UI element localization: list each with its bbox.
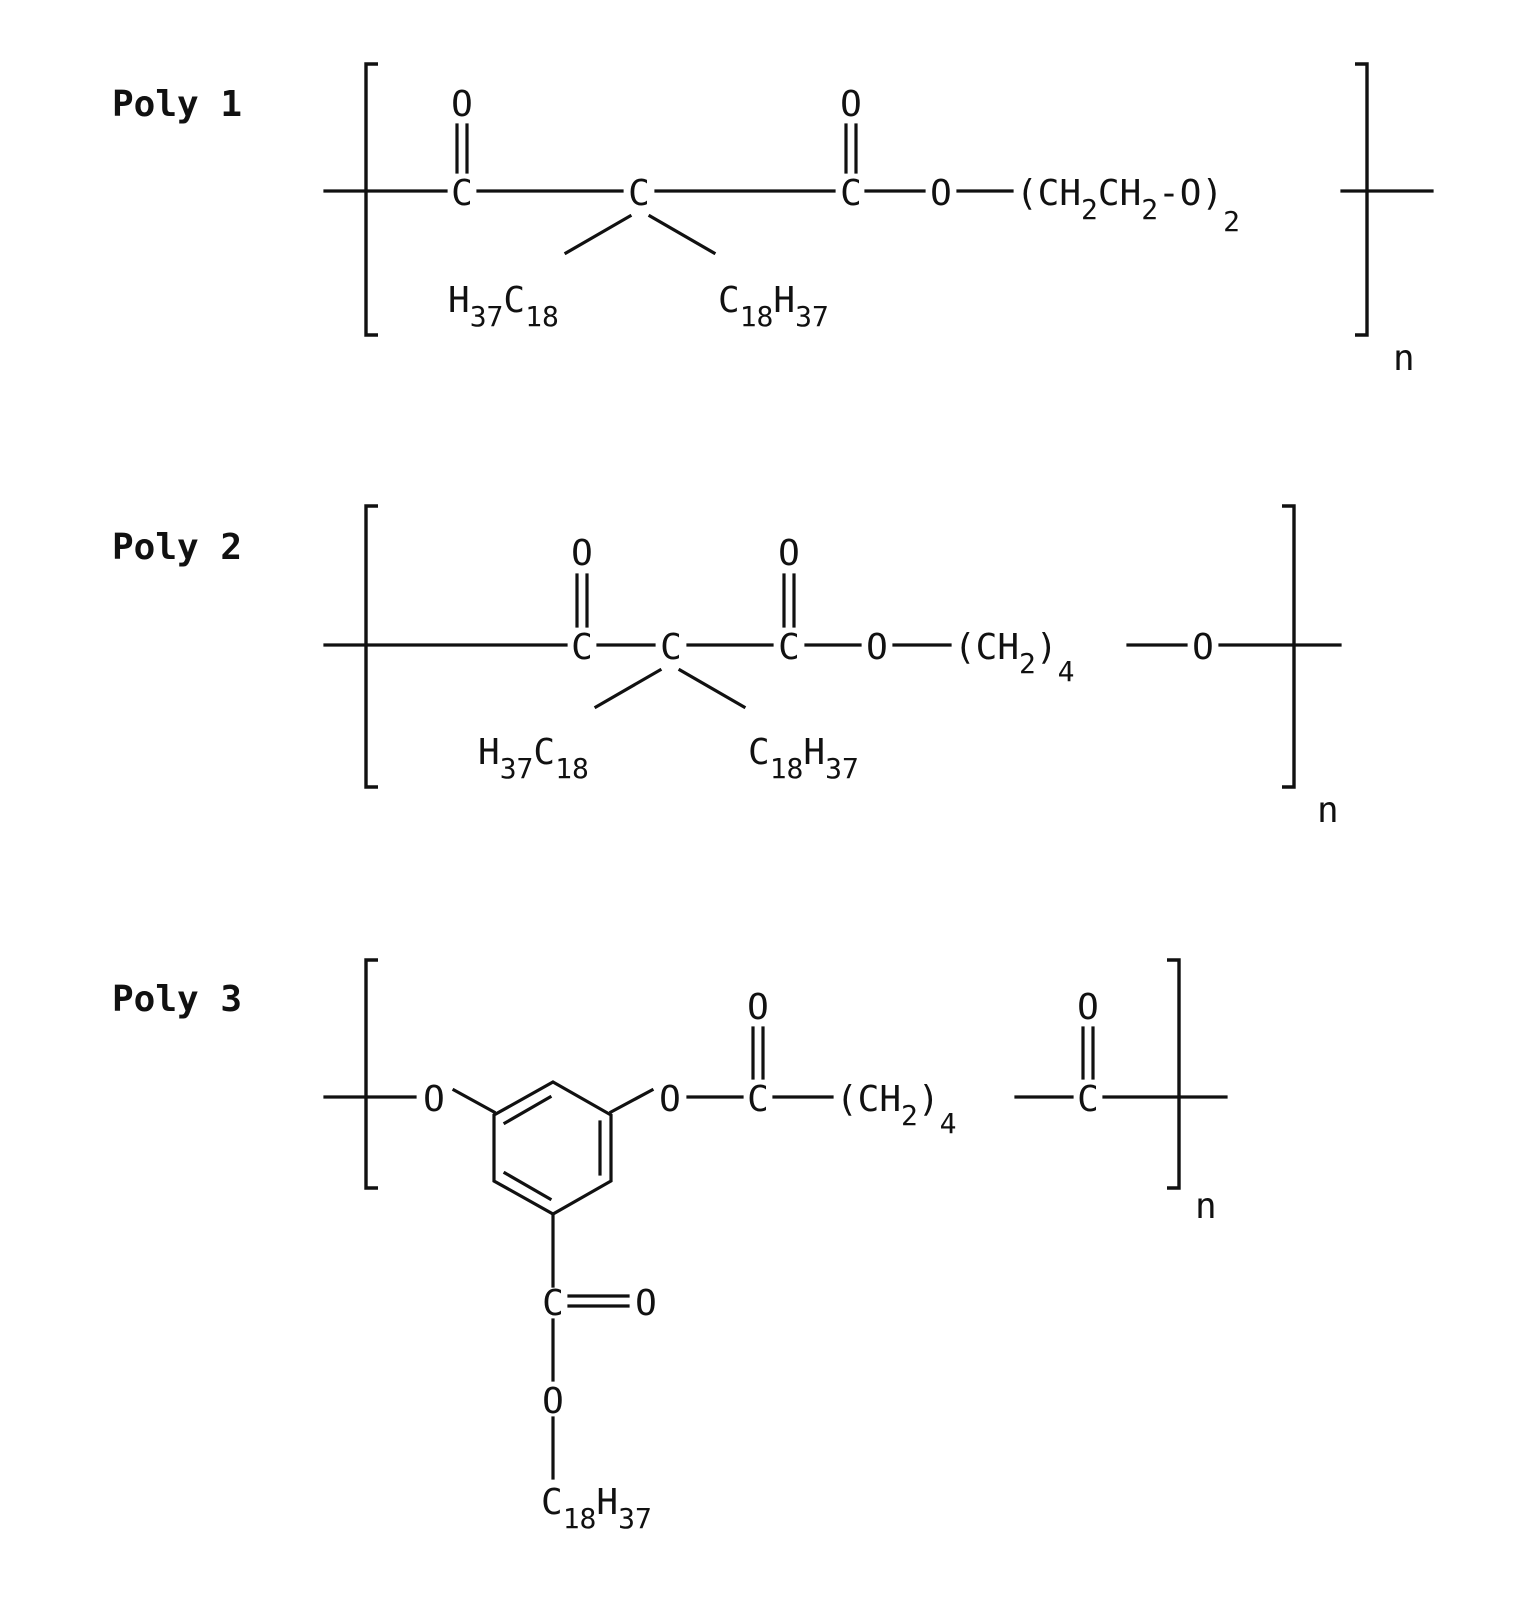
poly1-carbon: C — [840, 173, 862, 214]
poly3-bond — [611, 1090, 652, 1112]
poly1-central-carbon: C — [628, 173, 650, 214]
poly2-side-bond — [596, 670, 660, 707]
poly3-structure: Poly 3 O O O C (CH2)4 — [112, 960, 1226, 1535]
poly3-right-bracket — [1167, 960, 1179, 1188]
poly2-label: Poly 2 — [112, 527, 242, 568]
poly1-right-bracket — [1355, 64, 1367, 335]
poly1-side-bond — [650, 216, 714, 253]
poly2-right-alkyl: C18H37 — [748, 732, 859, 785]
poly3-alkyl-chain: C18H37 — [541, 1482, 652, 1535]
poly3-butylene-unit: (CH2)4 — [836, 1079, 956, 1140]
poly2-carbon: C — [778, 627, 800, 668]
poly2-ether-oxygen: O — [1192, 627, 1214, 668]
poly3-oxygen: O — [1077, 987, 1099, 1028]
poly1-oxygen: O — [451, 84, 473, 125]
poly3-bond — [454, 1090, 494, 1112]
poly1-side-bond — [566, 216, 630, 253]
poly2-side-bond — [680, 670, 744, 707]
poly1-left-alkyl: H37C18 — [448, 280, 559, 333]
poly3-carbon: C — [747, 1079, 769, 1120]
poly3-ether-oxygen: O — [423, 1079, 445, 1120]
poly3-repeat-subscript: n — [1195, 1186, 1217, 1227]
poly2-structure: Poly 2 O C C O C O (CH2)4 O H37C18 C18H3… — [112, 506, 1340, 831]
poly3-ether-oxygen: O — [659, 1079, 681, 1120]
poly2-central-carbon: C — [660, 627, 682, 668]
poly1-carbon: C — [451, 173, 473, 214]
poly2-carbon: C — [571, 627, 593, 668]
poly1-left-bracket — [366, 64, 378, 335]
poly3-benzene-ring — [494, 1082, 611, 1214]
poly3-ester-carbon: C — [542, 1283, 564, 1324]
poly1-right-alkyl: C18H37 — [718, 280, 829, 333]
poly2-oxygen: O — [778, 533, 800, 574]
poly1-repeat-subscript: n — [1393, 338, 1415, 379]
poly2-left-alkyl: H37C18 — [478, 732, 589, 785]
poly3-ester-carbonyl-oxygen: O — [635, 1283, 657, 1324]
poly1-ether-oxygen: O — [930, 173, 952, 214]
poly3-carbon: C — [1077, 1079, 1099, 1120]
poly2-butylene-unit: (CH2)4 — [954, 627, 1074, 688]
poly3-ring-double-bond — [505, 1173, 550, 1199]
poly3-oxygen: O — [747, 987, 769, 1028]
poly1-label: Poly 1 — [112, 84, 242, 125]
poly3-left-bracket — [366, 960, 378, 1188]
poly2-ether-oxygen: O — [866, 627, 888, 668]
poly3-label: Poly 3 — [112, 979, 242, 1020]
poly2-oxygen: O — [571, 533, 593, 574]
poly2-repeat-subscript: n — [1317, 790, 1339, 831]
poly1-glycol-unit: (CH2CH2-O)2 — [1016, 173, 1240, 238]
poly3-ester-oxygen: O — [542, 1381, 564, 1422]
poly1-oxygen: O — [840, 84, 862, 125]
poly1-structure: Poly 1 O C C O C O (CH2CH2-O)2 H37C18 — [112, 64, 1432, 379]
poly3-ring-double-bond — [505, 1097, 550, 1123]
